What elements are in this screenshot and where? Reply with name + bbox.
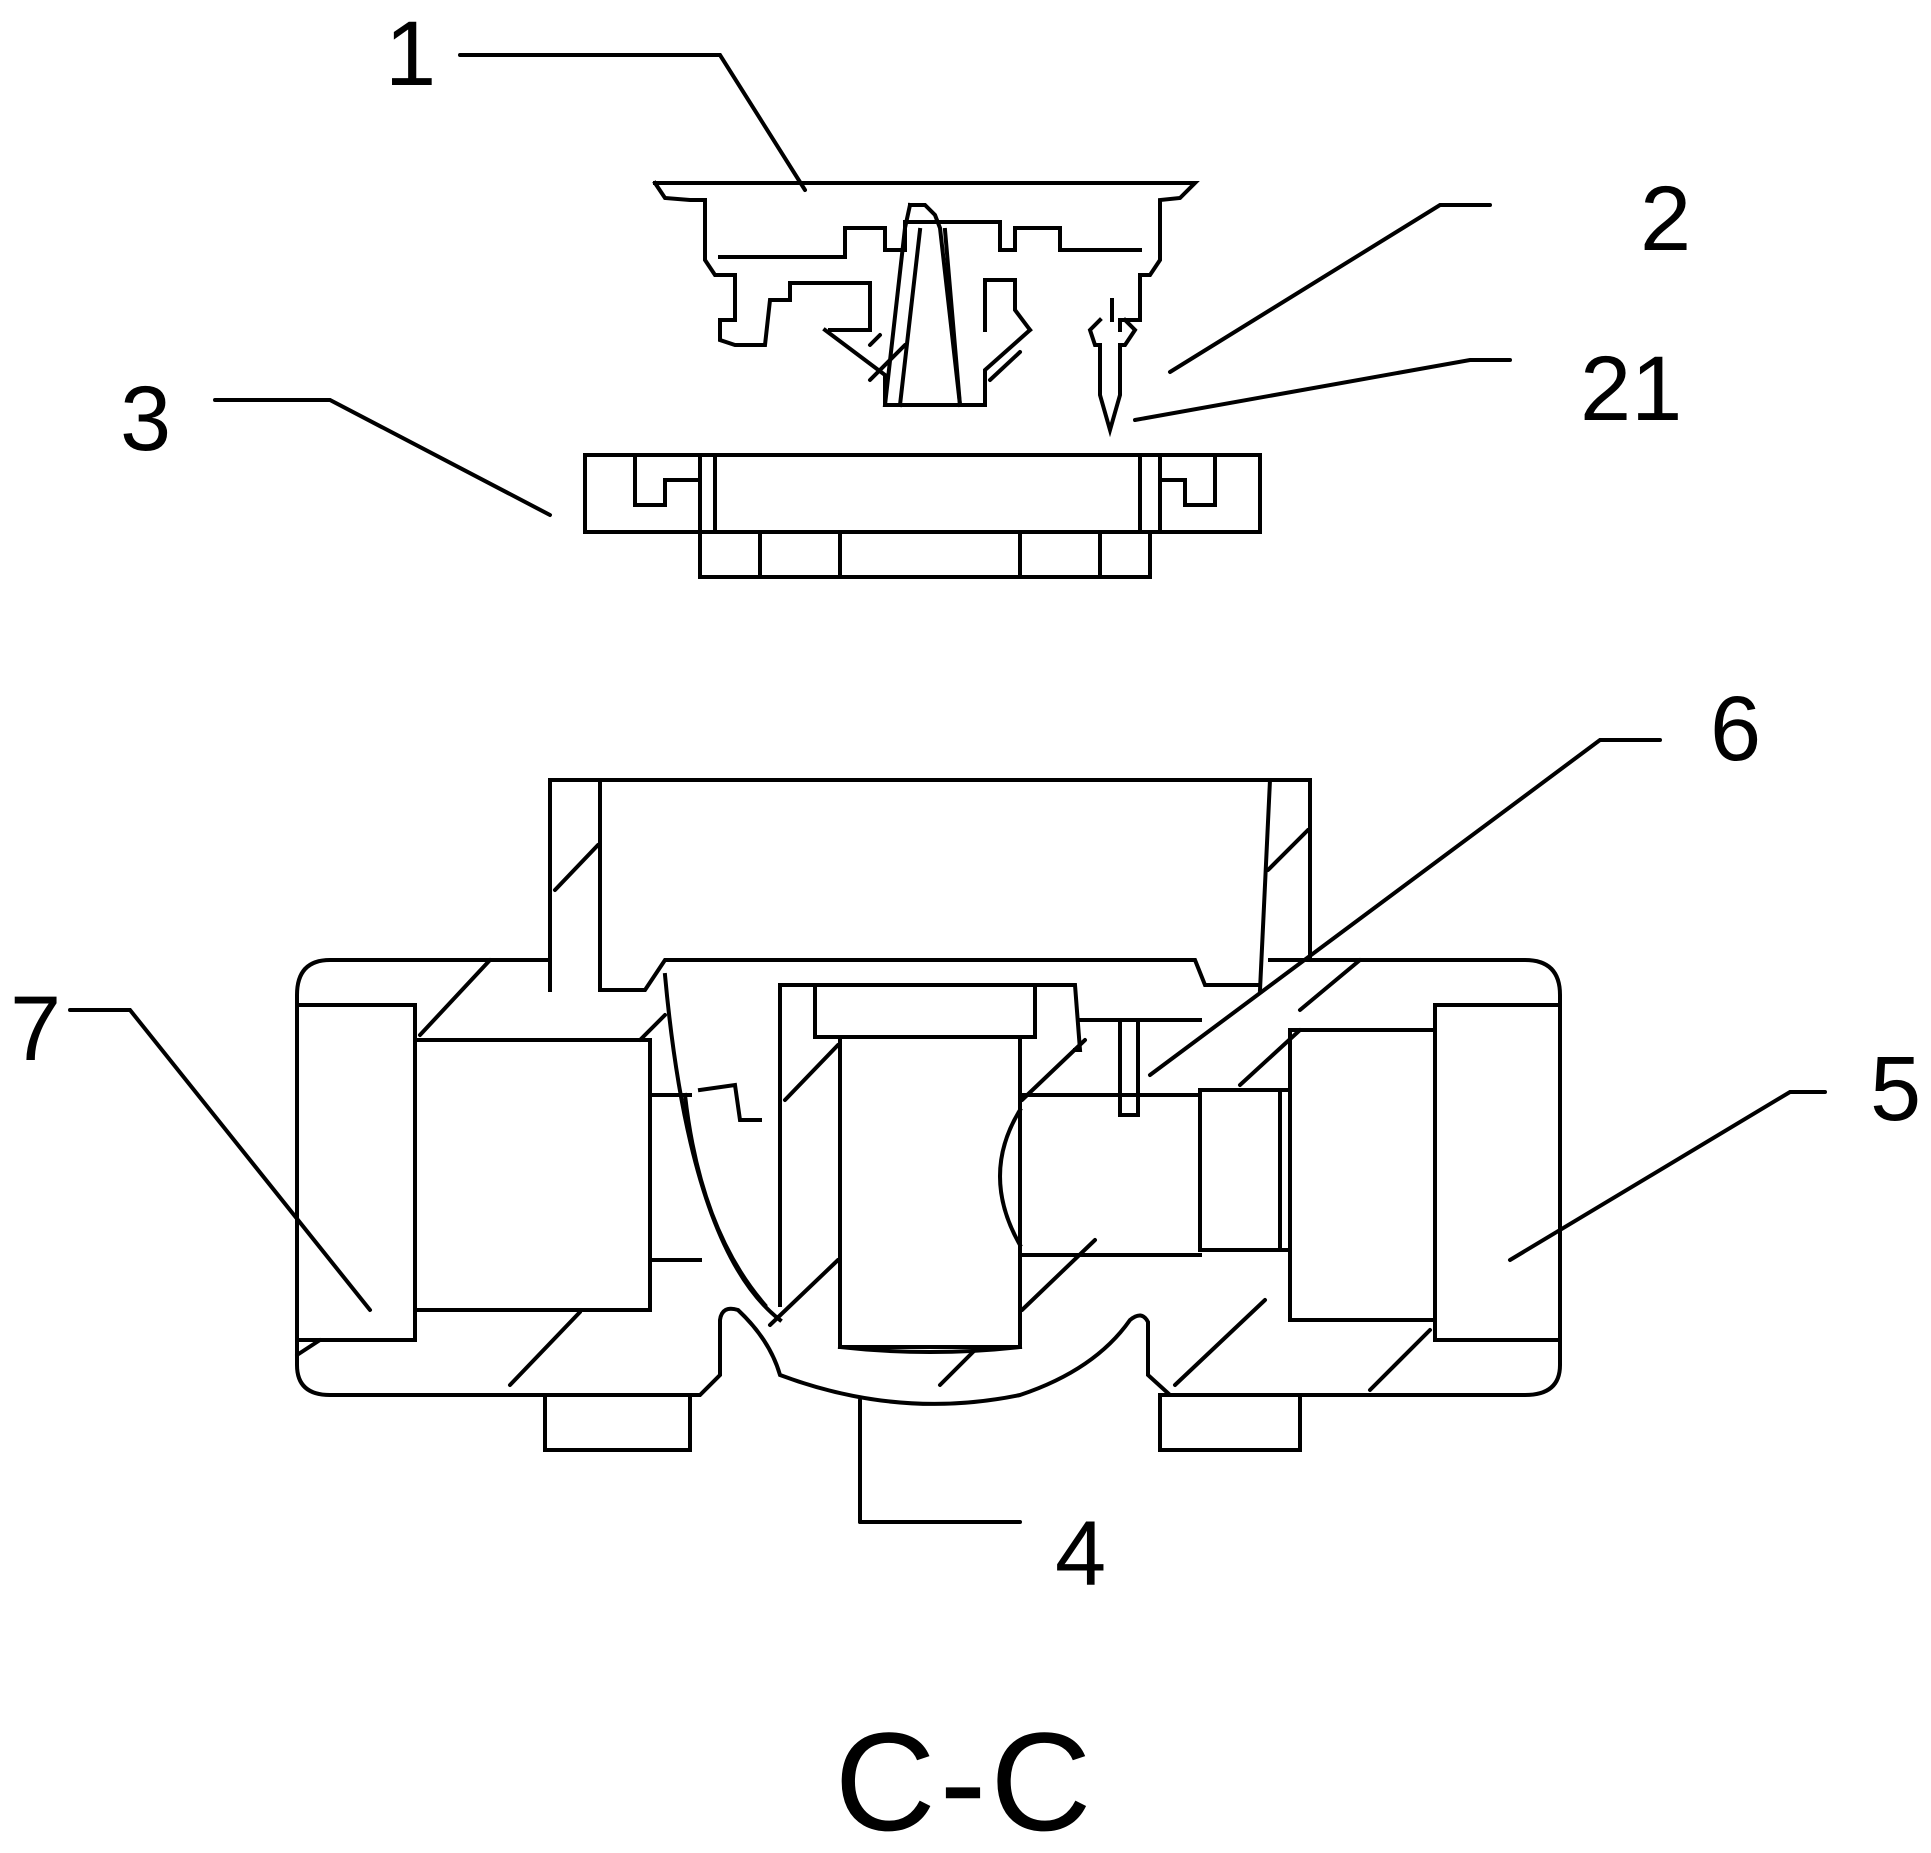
leader-6: [1148, 738, 1662, 1077]
part-2-pin: [1087, 298, 1138, 438]
main-housing: [295, 778, 1562, 1452]
leader-5: [1508, 1090, 1827, 1262]
leader-1: [458, 53, 807, 192]
section-caption: C-C: [835, 1703, 1096, 1853]
leader-21: [1133, 358, 1512, 422]
leader-2: [1168, 203, 1492, 374]
part-1-cap: [652, 180, 1200, 408]
label-1: 1: [385, 3, 436, 105]
leader-lines: [68, 53, 1827, 1524]
leader-3: [213, 398, 552, 517]
leader-7: [68, 1008, 372, 1312]
label-21: 21: [1580, 338, 1682, 440]
label-5: 5: [1870, 1038, 1921, 1140]
label-4: 4: [1055, 1503, 1106, 1605]
label-7: 7: [10, 978, 61, 1080]
label-2: 2: [1640, 168, 1691, 270]
part-3-ring: [583, 453, 1262, 579]
label-3: 3: [120, 368, 171, 470]
label-6: 6: [1710, 678, 1761, 780]
part-labels: 1 2 21 3 6 7 5 4: [10, 3, 1921, 1605]
